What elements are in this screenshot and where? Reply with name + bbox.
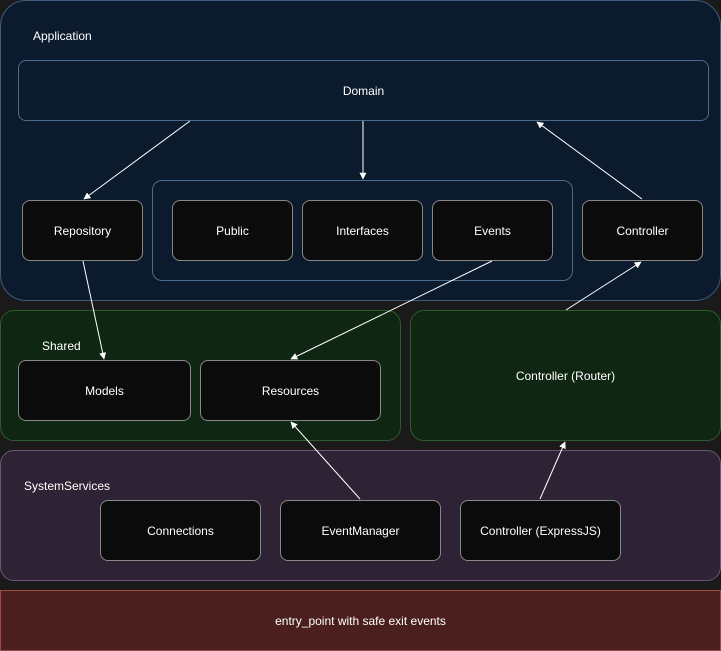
arrow-controller-to-domain <box>536 121 643 200</box>
controller-express-box[interactable]: Controller (ExpressJS) <box>460 500 621 561</box>
arrow-router-to-controller <box>565 261 642 311</box>
public-label: Public <box>216 223 249 238</box>
application-label: Application <box>33 29 92 43</box>
controller-box[interactable]: Controller <box>582 200 703 261</box>
domain-modules-group <box>152 180 573 281</box>
controller-label: Controller <box>616 223 669 238</box>
resources-label: Resources <box>261 383 320 398</box>
event-manager-label: EventManager <box>321 523 400 538</box>
arrow-eventmanager-to-resources <box>290 421 361 500</box>
arrow-domain-to-repository <box>83 120 191 200</box>
public-box[interactable]: Public <box>172 200 293 261</box>
event-manager-box[interactable]: EventManager <box>280 500 441 561</box>
connections-box[interactable]: Connections <box>100 500 261 561</box>
interfaces-label: Interfaces <box>336 223 389 238</box>
domain-label: Domain <box>342 83 385 98</box>
controller-router-region[interactable]: Controller (Router) <box>410 310 721 441</box>
repository-box[interactable]: Repository <box>22 200 143 261</box>
shared-label: Shared <box>42 339 81 353</box>
models-box[interactable]: Models <box>18 360 191 421</box>
system-services-label: SystemServices <box>24 479 111 493</box>
events-box[interactable]: Events <box>432 200 553 261</box>
controller-express-label: Controller (ExpressJS) <box>480 523 601 538</box>
entry-point-label: entry_point with safe exit events <box>275 613 446 628</box>
controller-router-label: Controller (Router) <box>515 368 616 383</box>
events-label: Events <box>474 223 511 238</box>
arrow-events-to-resources <box>290 260 493 360</box>
interfaces-box[interactable]: Interfaces <box>302 200 423 261</box>
connections-label: Connections <box>147 523 214 538</box>
domain-box[interactable]: Domain <box>18 60 709 121</box>
resources-box[interactable]: Resources <box>200 360 381 421</box>
arrow-express-to-router <box>539 441 566 500</box>
repository-label: Repository <box>53 223 112 238</box>
models-label: Models <box>85 383 124 398</box>
arrow-repository-to-models <box>82 260 107 360</box>
